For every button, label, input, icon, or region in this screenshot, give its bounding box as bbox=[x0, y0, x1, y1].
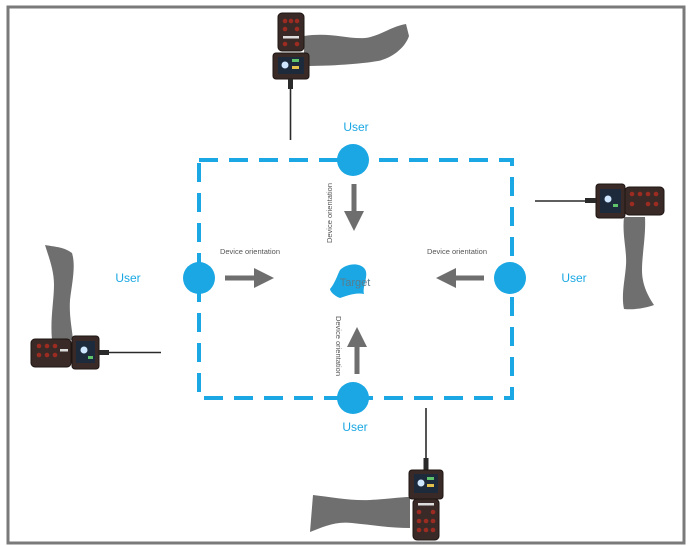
orientation-label-left: Device orientation bbox=[220, 247, 280, 256]
orientation-label-bottom: Device orientation bbox=[334, 316, 343, 376]
user-position-top bbox=[337, 144, 369, 176]
bottom-user-group: User Device orientation bbox=[310, 316, 444, 541]
top-handheld-detector-icon bbox=[272, 12, 310, 140]
top-user-group: User Device orientation bbox=[272, 12, 409, 243]
right-handheld-detector-icon bbox=[535, 183, 665, 219]
bottom-arm-icon bbox=[310, 495, 410, 532]
outer-frame bbox=[6, 5, 686, 545]
user-label-left: User bbox=[115, 271, 140, 285]
user-label-top: User bbox=[343, 120, 368, 134]
target-label: Target bbox=[340, 277, 371, 289]
user-position-left bbox=[183, 262, 215, 294]
bottom-handheld-detector-icon bbox=[408, 408, 444, 541]
user-position-bottom bbox=[337, 382, 369, 414]
target-marker-icon bbox=[330, 264, 367, 298]
right-arm-icon bbox=[622, 217, 654, 310]
user-label-right: User bbox=[561, 271, 586, 285]
top-arm-icon bbox=[304, 24, 409, 66]
left-handheld-detector-icon bbox=[30, 335, 161, 370]
left-user-group: User Device orientation bbox=[30, 245, 280, 370]
user-position-right bbox=[494, 262, 526, 294]
left-arm-icon bbox=[45, 245, 74, 340]
right-user-group: User Device orientation bbox=[427, 183, 665, 310]
user-label-bottom: User bbox=[342, 420, 367, 434]
orientation-label-top: Device orientation bbox=[325, 183, 334, 243]
orientation-label-right: Device orientation bbox=[427, 247, 487, 256]
